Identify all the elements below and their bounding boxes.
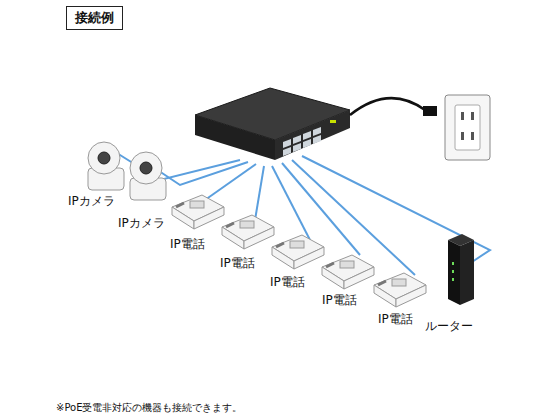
- device-node: IP電話: [378, 311, 413, 328]
- plug: [423, 106, 437, 116]
- device-label: ルーター: [425, 318, 473, 335]
- device-node: IPカメラ: [68, 193, 115, 210]
- device-node: IPカメラ: [118, 215, 165, 232]
- device-label: IP電話: [220, 255, 255, 272]
- diagram-title: 接続例: [66, 6, 123, 30]
- router: [448, 234, 474, 305]
- ip-camera: [88, 142, 124, 190]
- device-label: IP電話: [378, 311, 413, 328]
- caption-note: ※PoE受電非対応の機器も接続できます。: [56, 401, 243, 415]
- device-node: ルーター: [425, 318, 473, 335]
- device-label: IP電話: [170, 236, 205, 253]
- device-label: IP電話: [270, 274, 305, 291]
- device-label: IPカメラ: [118, 215, 165, 232]
- device-node: IP電話: [322, 292, 357, 309]
- poe-switch: [195, 88, 350, 160]
- ip-phones: [172, 195, 426, 307]
- ip-camera: [130, 152, 166, 200]
- device-label: IP電話: [322, 292, 357, 309]
- device-label: IPカメラ: [68, 193, 115, 210]
- device-node: IP電話: [220, 255, 255, 272]
- device-node: IP電話: [270, 274, 305, 291]
- lan-cables: [112, 150, 490, 275]
- wall-outlet: [445, 95, 490, 160]
- power-cord: [350, 98, 425, 115]
- device-node: IP電話: [170, 236, 205, 253]
